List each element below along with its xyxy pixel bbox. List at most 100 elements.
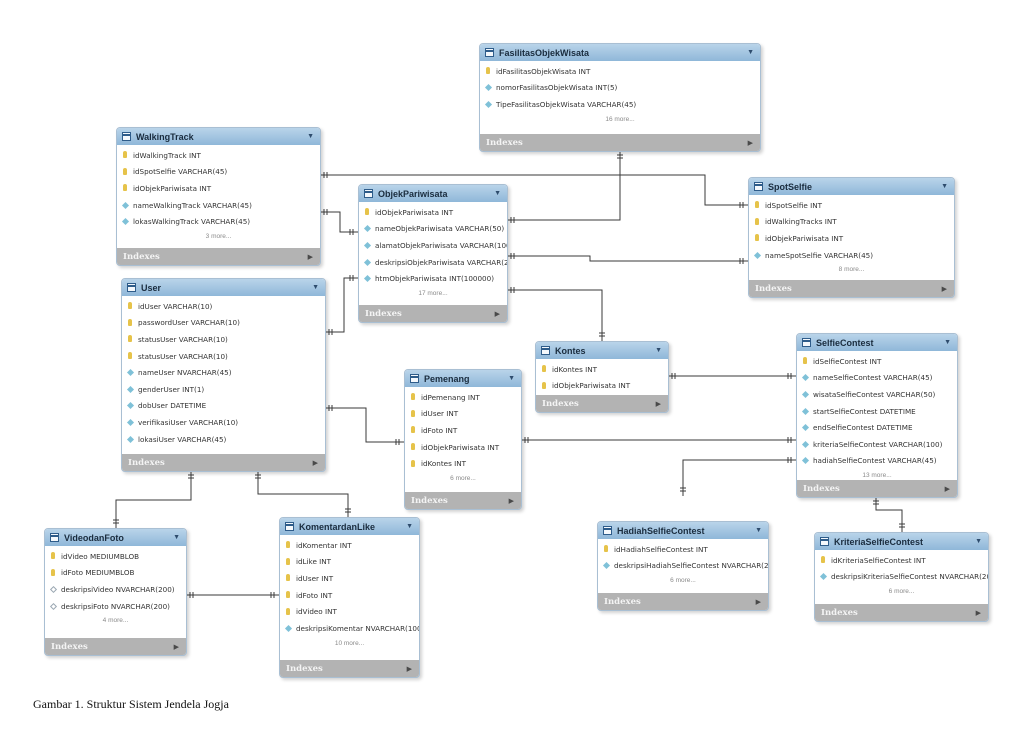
collapse-arrow-icon[interactable]: ▼ — [312, 284, 319, 291]
column-row[interactable]: nameObjekPariwisata VARCHAR(50) — [359, 221, 507, 238]
table-header[interactable]: KomentardanLike▼ — [280, 518, 419, 535]
column-row[interactable]: deskripsiObjekPariwisata VARCHAR(200) — [359, 254, 507, 271]
column-row[interactable]: idPemenang INT — [405, 389, 521, 406]
indexes-bar[interactable]: Indexes▶ — [45, 638, 186, 655]
collapse-arrow-icon[interactable]: ▼ — [747, 49, 754, 56]
column-row[interactable]: endSelfieContest DATETIME — [797, 419, 957, 436]
column-row[interactable]: idSpotSelfie INT — [749, 197, 954, 214]
collapse-arrow-icon[interactable]: ▼ — [173, 534, 180, 541]
collapse-arrow-icon[interactable]: ▼ — [941, 183, 948, 190]
indexes-bar[interactable]: Indexes▶ — [536, 395, 668, 412]
expand-arrow-icon[interactable]: ▶ — [508, 497, 514, 505]
column-row[interactable]: passwordUser VARCHAR(10) — [122, 315, 325, 332]
expand-arrow-icon[interactable]: ▶ — [655, 400, 661, 408]
expand-arrow-icon[interactable]: ▶ — [173, 643, 179, 651]
column-row[interactable]: nameUser NVARCHAR(45) — [122, 364, 325, 381]
column-row[interactable]: htmObjekPariwisata INT(100000) — [359, 270, 507, 287]
collapse-arrow-icon[interactable]: ▼ — [944, 339, 951, 346]
collapse-arrow-icon[interactable]: ▼ — [655, 347, 662, 354]
indexes-bar[interactable]: Indexes▶ — [359, 305, 507, 322]
column-row[interactable]: verifikasiUser VARCHAR(10) — [122, 414, 325, 431]
column-row[interactable]: alamatObjekPariwisata VARCHAR(100) — [359, 237, 507, 254]
column-row[interactable]: deskripsiHadiahSelfieContest NVARCHAR(20… — [598, 558, 768, 575]
column-row[interactable]: TipeFasilitasObjekWisata VARCHAR(45) — [480, 96, 760, 113]
column-row[interactable]: startSelfieContest DATETIME — [797, 403, 957, 420]
column-row[interactable]: idWalkingTrack INT — [117, 147, 320, 164]
column-row[interactable]: idSelfieContest INT — [797, 353, 957, 370]
column-row[interactable]: idSpotSelfie VARCHAR(45) — [117, 164, 320, 181]
column-row[interactable]: idUser VARCHAR(10) — [122, 298, 325, 315]
column-row[interactable]: idVideo INT — [280, 603, 419, 620]
table-header[interactable]: HadiahSelfieContest▼ — [598, 522, 768, 539]
column-row[interactable]: deskripsiKriteriaSelfieContest NVARCHAR(… — [815, 569, 988, 586]
expand-arrow-icon[interactable]: ▶ — [312, 459, 318, 467]
collapse-arrow-icon[interactable]: ▼ — [494, 190, 501, 197]
more-columns-label[interactable]: 6 more... — [450, 474, 476, 482]
expand-arrow-icon[interactable]: ▶ — [944, 485, 950, 493]
more-columns-label[interactable]: 6 more... — [670, 577, 696, 585]
indexes-bar[interactable]: Indexes▶ — [598, 593, 768, 610]
expand-arrow-icon[interactable]: ▶ — [406, 665, 412, 673]
table-header[interactable]: ObjekPariwisata▼ — [359, 185, 507, 202]
column-row[interactable]: deskripsiKomentar NVARCHAR(100) — [280, 620, 419, 637]
indexes-bar[interactable]: Indexes▶ — [797, 480, 957, 497]
collapse-arrow-icon[interactable]: ▼ — [406, 523, 413, 530]
table-header[interactable]: SelfieContest▼ — [797, 334, 957, 351]
table-header[interactable]: Pemenang▼ — [405, 370, 521, 387]
column-row[interactable]: idObjekPariwisata INT — [117, 180, 320, 197]
more-columns-label[interactable]: 4 more... — [102, 617, 129, 625]
column-row[interactable]: idWalkingTracks INT — [749, 214, 954, 231]
column-row[interactable]: idFoto INT — [405, 422, 521, 439]
table-hadiah-selfie-contest[interactable]: HadiahSelfieContest▼ idHadiahSelfieContes… — [597, 521, 769, 611]
indexes-bar[interactable]: Indexes▶ — [122, 454, 325, 471]
indexes-bar[interactable]: Indexes▶ — [405, 492, 521, 509]
more-columns-label[interactable]: 3 more... — [205, 232, 232, 240]
collapse-arrow-icon[interactable]: ▼ — [975, 538, 982, 545]
collapse-arrow-icon[interactable]: ▼ — [307, 133, 314, 140]
column-row[interactable]: idUser INT — [405, 406, 521, 423]
column-row[interactable]: statusUser VARCHAR(10) — [122, 348, 325, 365]
column-row[interactable]: nomorFasilitasObjekWisata INT(5) — [480, 80, 760, 97]
more-columns-label[interactable]: 10 more... — [334, 639, 365, 647]
collapse-arrow-icon[interactable]: ▼ — [508, 375, 515, 382]
table-header[interactable]: FasilitasObjekWisata▼ — [480, 44, 760, 61]
column-row[interactable]: nameWalkingTrack VARCHAR(45) — [117, 197, 320, 214]
column-row[interactable]: idUser INT — [280, 570, 419, 587]
column-row[interactable]: deskripsiFoto NVARCHAR(200) — [45, 598, 186, 615]
column-row[interactable]: kriteriaSelfieContest VARCHAR(100) — [797, 436, 957, 453]
column-row[interactable]: lokasWalkingTrack VARCHAR(45) — [117, 213, 320, 230]
column-row[interactable]: idObjekPariwisata INT — [405, 439, 521, 456]
column-row[interactable]: idKomentar INT — [280, 537, 419, 554]
table-header[interactable]: Kontes▼ — [536, 342, 668, 359]
more-columns-label[interactable]: 8 more... — [838, 266, 865, 274]
indexes-bar[interactable]: Indexes▶ — [280, 660, 419, 677]
collapse-arrow-icon[interactable]: ▼ — [755, 527, 762, 534]
indexes-bar[interactable]: Indexes▶ — [117, 248, 320, 265]
column-row[interactable]: idObjekPariwisata INT — [749, 230, 954, 247]
column-row[interactable]: hadiahSelfieContest VARCHAR(45) — [797, 453, 957, 470]
expand-arrow-icon[interactable]: ▶ — [307, 253, 313, 261]
table-header[interactable]: VideodanFoto▼ — [45, 529, 186, 546]
column-row[interactable]: deskripsiVideo NVARCHAR(200) — [45, 581, 186, 598]
column-row[interactable]: idVideo MEDIUMBLOB — [45, 548, 186, 565]
expand-arrow-icon[interactable]: ▶ — [941, 285, 947, 293]
more-columns-label[interactable]: 16 more... — [605, 115, 635, 123]
column-row[interactable]: idFoto MEDIUMBLOB — [45, 565, 186, 582]
table-header[interactable]: KriteriaSelfieContest▼ — [815, 533, 988, 550]
expand-arrow-icon[interactable]: ▶ — [494, 310, 500, 318]
column-row[interactable]: idFoto INT — [280, 587, 419, 604]
column-row[interactable]: idHadiahSelfieContest INT — [598, 541, 768, 558]
table-header[interactable]: User▼ — [122, 279, 325, 296]
table-header[interactable]: SpotSelfie▼ — [749, 178, 954, 195]
expand-arrow-icon[interactable]: ▶ — [747, 139, 753, 147]
table-kriteria-selfie-contest[interactable]: KriteriaSelfieContest▼idKriteriaSelfieCo… — [814, 532, 989, 622]
column-row[interactable]: idLike INT — [280, 554, 419, 571]
column-row[interactable]: idKontes INT — [536, 361, 668, 378]
column-row[interactable]: dobUser DATETIME — [122, 398, 325, 415]
expand-arrow-icon[interactable]: ▶ — [975, 609, 981, 617]
more-columns-label[interactable]: 6 more... — [888, 588, 915, 596]
